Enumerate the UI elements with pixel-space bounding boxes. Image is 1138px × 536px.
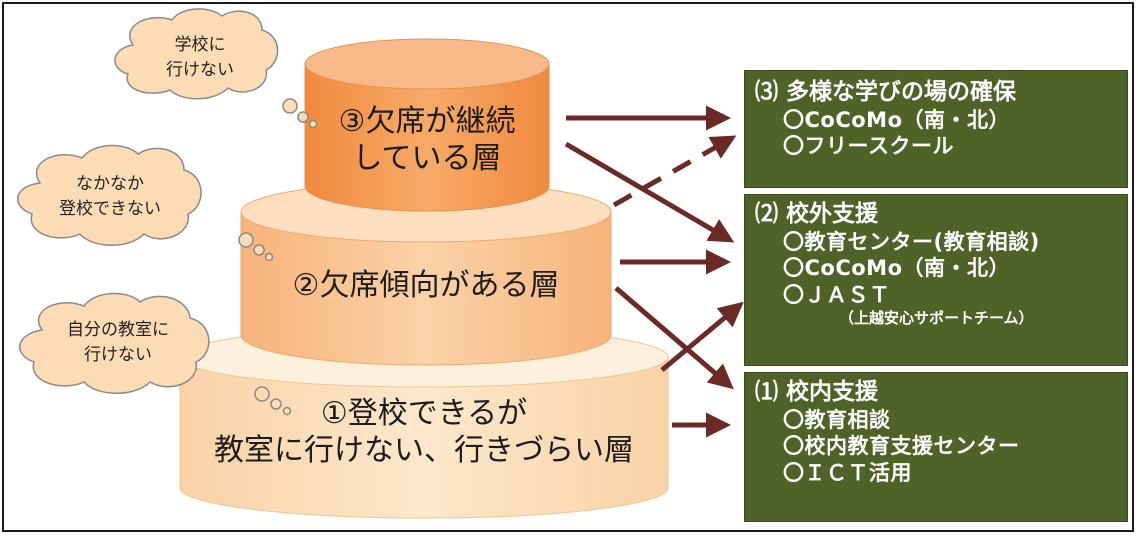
box3-diverse-learning: ⑶ 多様な学びの場の確保 〇CoCoMo（南・北） 〇フリースクール — [744, 70, 1128, 188]
bubble3-line1: 学校に — [174, 35, 226, 55]
bubble2-cloud — [16, 144, 274, 262]
box2-title: ⑵ 校外支援 — [755, 201, 879, 227]
layer3-cylinder — [304, 38, 550, 212]
bubble1-label: 自分の教室に 行けない — [30, 318, 206, 367]
box2-item-2: 〇CoCoMo（南・北） — [783, 256, 1011, 281]
box2-item-1: 〇教育センター(教育相談) — [783, 229, 1040, 254]
bubble2-line2: 登校できない — [59, 198, 161, 219]
bubble2-label: なかなか 登校できない — [30, 172, 190, 221]
box3-item-2: 〇フリースクール — [783, 134, 954, 159]
box3-item-1: 〇CoCoMo（南・北） — [783, 107, 1011, 132]
box3-title: ⑶ 多様な学びの場の確保 — [755, 79, 1017, 105]
bubble2-line1: なかなか — [76, 174, 144, 194]
box2-external-support: ⑵ 校外支援 〇教育センター(教育相談) 〇CoCoMo（南・北） 〇ＪＡＳＴ … — [744, 194, 1128, 366]
layer1-label-line2: 教室に行けない、行きづらい層 — [214, 432, 634, 468]
bubble1-cloud — [18, 292, 292, 416]
arrow-layer2-to-box1 — [614, 286, 734, 390]
box1-item-3: 〇ＩＣＴ活用 — [783, 461, 912, 486]
box2-note: （上越安心サポートチーム） — [839, 309, 1034, 328]
layer3-label-line2: している層 — [352, 140, 502, 176]
bubble3-label: 学校に 行けない — [130, 33, 270, 82]
arrow-layer1-to-box2 — [660, 301, 744, 372]
layer2-label-line1: ②欠席傾向がある層 — [292, 268, 560, 303]
box2-item-3: 〇ＪＡＳＴ — [783, 283, 891, 308]
layer1-label: ①登校できるが 教室に行けない、行きづらい層 — [180, 396, 668, 469]
bubble3-line2: 行けない — [166, 59, 234, 80]
layer3-label: ③欠席が継続 している層 — [305, 104, 549, 177]
arrow-layer2-to-box3-dashed — [612, 135, 737, 208]
box1-title: ⑴ 校内支援 — [755, 379, 879, 405]
arrow-layer3-to-box2 — [564, 141, 735, 243]
box1-item-1: 〇教育相談 — [783, 407, 891, 432]
box1-internal-support: ⑴ 校内支援 〇教育相談 〇校内教育支援センター 〇ＩＣＴ活用 — [744, 372, 1128, 522]
layer3-label-line1: ③欠席が継続 — [338, 104, 516, 139]
bubble1-line1: 自分の教室に — [67, 320, 169, 340]
layer1-label-line1: ①登校できるが — [320, 396, 528, 431]
box1-item-2: 〇校内教育支援センター — [783, 434, 1020, 459]
layer2-label: ②欠席傾向がある層 — [241, 268, 611, 305]
bubble1-line2: 行けない — [84, 344, 152, 365]
bubble3-cloud — [114, 8, 318, 129]
